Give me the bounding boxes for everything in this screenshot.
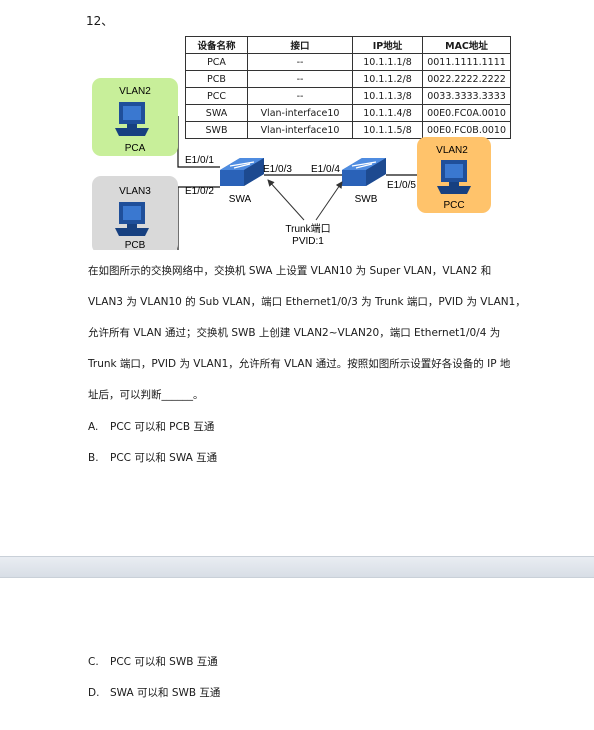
table-row: PCB -- 10.1.1.2/8 0022.2222.2222 — [185, 70, 512, 88]
option-label: A. — [88, 421, 99, 433]
answer-option-d[interactable]: D. SWA 可以和 SWB 互通 — [88, 685, 220, 700]
pcc-computer-icon — [437, 160, 471, 194]
answer-option-b[interactable]: B. PCC 可以和 SWA 互通 — [88, 450, 217, 465]
answer-option-a[interactable]: A. PCC 可以和 PCB 互通 — [88, 419, 214, 434]
pvid-label: PVID:1 — [292, 236, 324, 247]
swa-label: SWA — [229, 194, 252, 205]
question-paragraph-line: VLAN3 为 VLAN10 的 Sub VLAN，端口 Ethernet1/0… — [88, 296, 526, 308]
document-page-2: C. PCC 可以和 SWB 互通 D. SWA 可以和 SWB 互通 — [0, 578, 594, 730]
port-label-e104: E1/0/4 — [311, 164, 340, 175]
pca-label: PCA — [125, 143, 146, 154]
table-header: 接口 — [247, 36, 353, 54]
question-paragraph-line: 在如图所示的交换网络中，交换机 SWA 上设置 VLAN10 为 Super V… — [88, 265, 492, 277]
question-paragraph-line: 址后，可以判断______。 — [88, 389, 204, 401]
table-header: 设备名称 — [185, 36, 248, 54]
pcb-computer-icon — [115, 202, 149, 236]
table-header: IP地址 — [352, 36, 423, 54]
option-label: D. — [88, 687, 100, 699]
answer-option-c[interactable]: C. PCC 可以和 SWB 互通 — [88, 654, 218, 669]
table-cell: -- — [247, 53, 353, 71]
page-separator — [0, 556, 594, 578]
port-label-e103: E1/0/3 — [263, 164, 292, 175]
option-label: C. — [88, 656, 99, 668]
table-cell: 0011.1111.1111 — [421, 53, 512, 71]
network-topology-diagram: VLAN2 PCA VLAN3 PCB SWA — [92, 78, 491, 250]
table-header: MAC地址 — [421, 36, 512, 54]
question-number: 12、 — [86, 14, 114, 28]
option-label: B. — [88, 452, 99, 464]
device-address-table: 设备名称 接口 IP地址 MAC地址 PCA -- 10.1.1.1/8 001… — [185, 36, 512, 139]
option-text: PCC 可以和 PCB 互通 — [110, 421, 215, 433]
swb-switch-icon — [342, 158, 386, 186]
port-label-e101: E1/0/1 — [185, 155, 214, 166]
option-text: PCC 可以和 SWB 互通 — [110, 656, 218, 668]
trunk-port-label: Trunk端口 — [285, 222, 330, 235]
table-cell: 00E0.FC0B.0010 — [421, 121, 512, 139]
table-cell: 10.1.1.5/8 — [352, 121, 423, 139]
port-label-e102: E1/0/2 — [185, 186, 214, 197]
port-label-e105: E1/0/5 — [387, 180, 416, 191]
swa-switch-icon — [220, 158, 264, 186]
option-text: PCC 可以和 SWA 互通 — [110, 452, 218, 464]
table-cell: Vlan-interface10 — [247, 121, 353, 139]
table-row: SWB Vlan-interface10 10.1.1.5/8 00E0.FC0… — [185, 121, 512, 139]
swb-label: SWB — [355, 194, 378, 205]
pcb-label: PCB — [125, 240, 146, 250]
pcc-label: PCC — [443, 200, 464, 211]
table-header-row: 设备名称 接口 IP地址 MAC地址 — [185, 36, 512, 54]
table-row: PCA -- 10.1.1.1/8 0011.1111.1111 — [185, 53, 512, 71]
document-page-1: 12、 设备名称 接口 IP地址 MAC地址 PCA -- 10.1.1.1/8… — [86, 14, 526, 465]
trunk-annotation-arrows — [267, 179, 343, 221]
vlan3-label: VLAN3 — [119, 186, 151, 197]
table-cell: PCA — [185, 53, 248, 71]
question-paragraph-line: Trunk 端口，PVID 为 VLAN1，允许所有 VLAN 通过。按照如图所… — [88, 358, 511, 370]
vlan2-left-label: VLAN2 — [119, 86, 151, 97]
vlan2-right-label: VLAN2 — [436, 145, 468, 156]
table-row: SWA Vlan-interface10 10.1.1.4/8 00E0.FC0… — [185, 104, 512, 122]
pca-computer-icon — [115, 102, 149, 136]
table-cell: 10.1.1.1/8 — [352, 53, 423, 71]
question-paragraph-line: 允许所有 VLAN 通过；交换机 SWB 上创建 VLAN2~VLAN20，端口… — [88, 327, 501, 339]
option-text: SWA 可以和 SWB 互通 — [110, 687, 221, 699]
